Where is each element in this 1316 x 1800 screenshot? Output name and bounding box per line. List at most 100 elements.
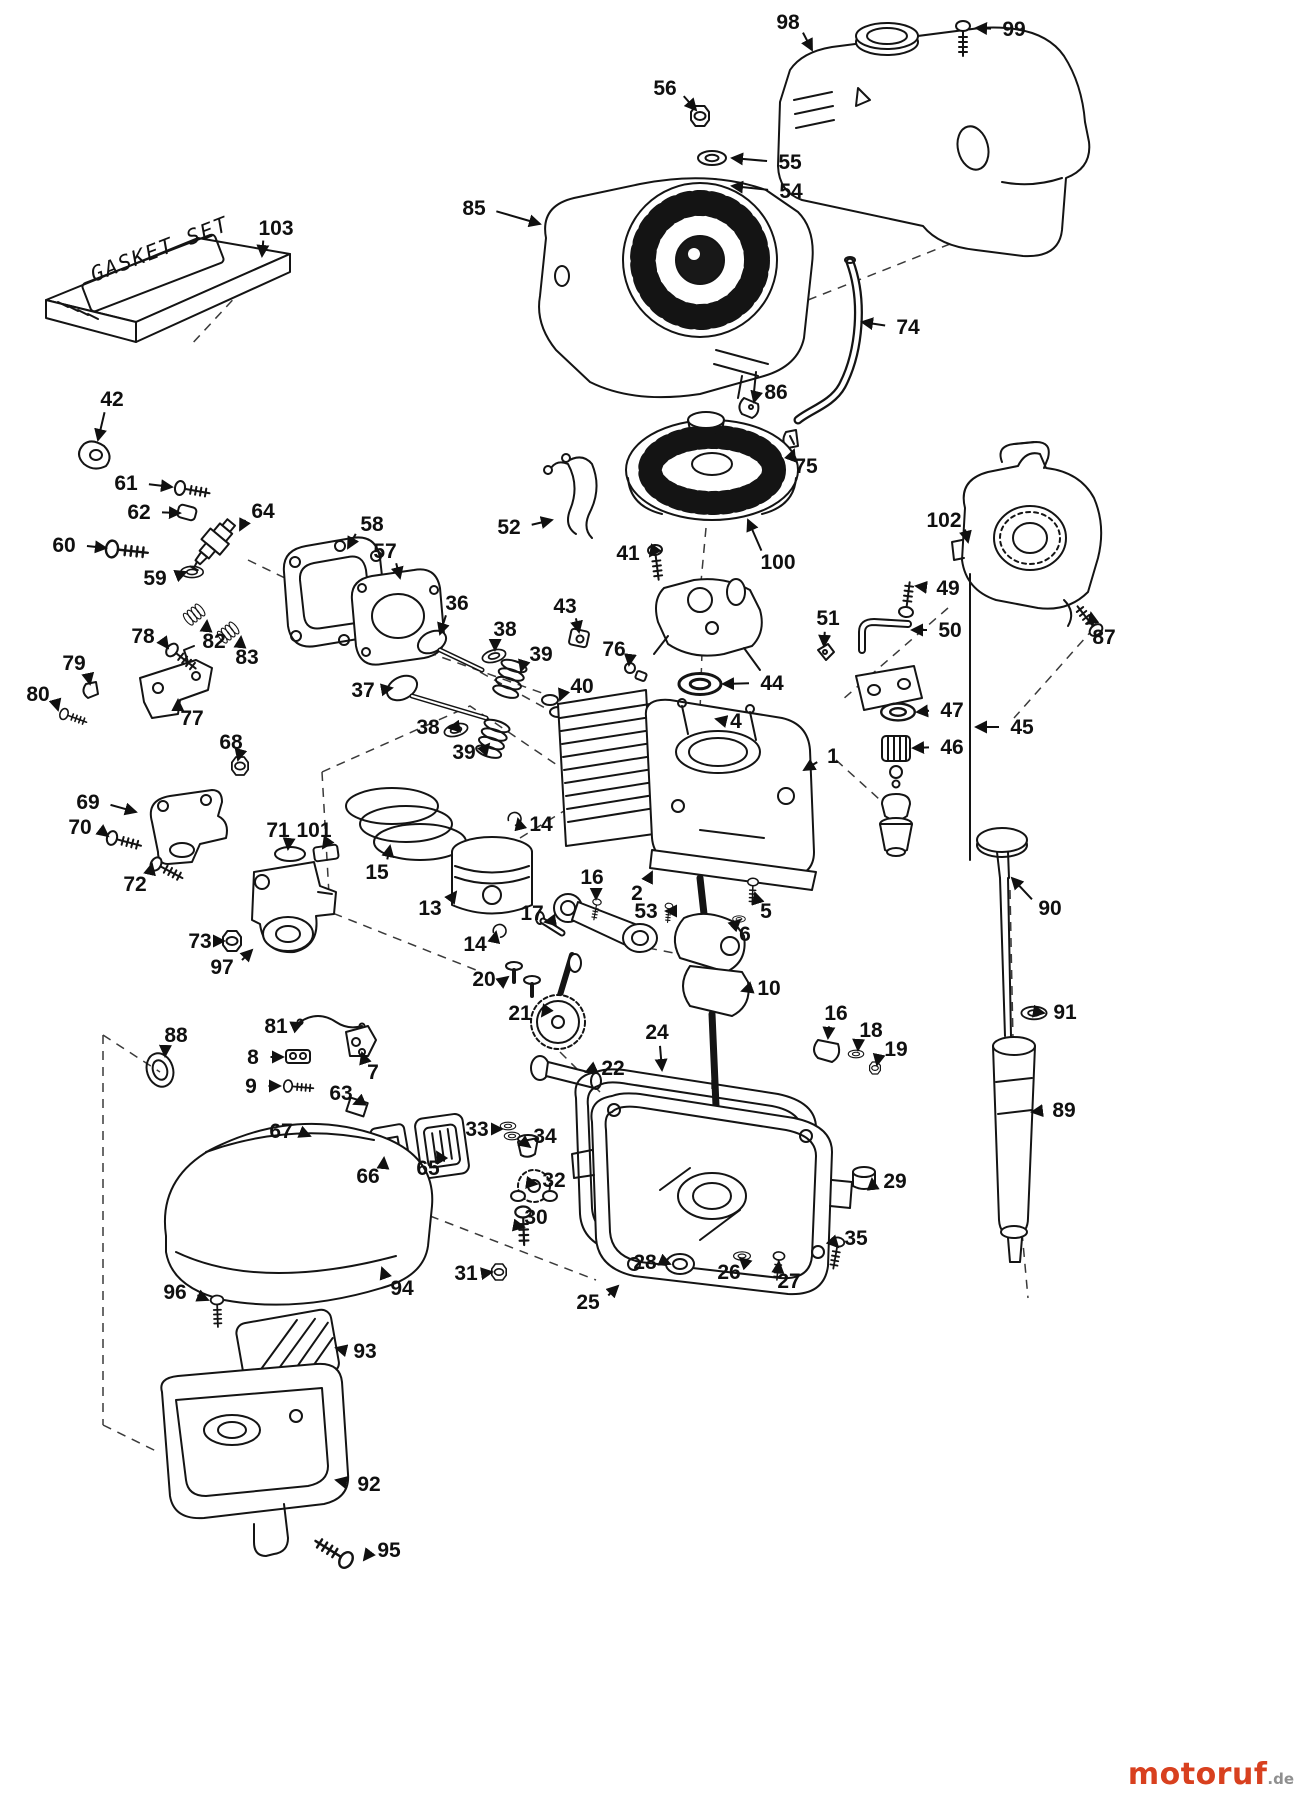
part-callout-7: 7: [367, 1061, 379, 1084]
cylinder-block: [557, 689, 817, 891]
part-callout-91: 91: [1053, 1001, 1077, 1024]
carburetor: [251, 861, 337, 954]
part-callout-34: 34: [533, 1125, 557, 1148]
leader-line-62: [161, 506, 182, 520]
leader-line-55: [730, 152, 768, 166]
part-callout-77: 77: [180, 707, 203, 730]
part-callout-39: 39: [452, 741, 475, 764]
leader-line-98: [801, 32, 813, 52]
primer-tube: [858, 618, 912, 654]
camshaft: [530, 952, 586, 1050]
oil-fill-parts: [879, 735, 913, 857]
leader-line-76: [623, 653, 637, 667]
part-callout-16: 16: [824, 1002, 847, 1025]
leader-line-61: [148, 479, 174, 493]
part-callout-6: 6: [739, 923, 751, 946]
leader-line-93: [334, 1344, 349, 1358]
part-callout-14: 14: [463, 933, 487, 956]
leader-line-14: [514, 817, 528, 832]
link-bracket: [345, 1025, 377, 1057]
part-callout-2: 2: [631, 882, 643, 905]
exhaust-valve: [385, 674, 489, 721]
governor-link: [296, 1015, 366, 1030]
part-callout-96: 96: [163, 1281, 186, 1304]
leader-line-52: [531, 516, 554, 529]
fuel-line: [793, 256, 863, 425]
part-callout-65: 65: [416, 1157, 440, 1180]
leader-line-22: [584, 1061, 599, 1074]
part-callout-40: 40: [570, 675, 593, 698]
gasket-set-book: GASKET SET: [45, 212, 291, 343]
part-callout-62: 62: [127, 501, 150, 524]
leader-line-75: [784, 448, 797, 463]
line-clamp: [738, 397, 760, 419]
leader-line-30: [511, 1218, 526, 1232]
part-callout-68: 68: [219, 731, 243, 754]
muffler: [414, 1112, 470, 1180]
leader-line-49: [914, 580, 928, 594]
part-callout-101: 101: [296, 819, 331, 842]
oil-pan: [571, 1092, 853, 1296]
flywheel: [625, 411, 799, 521]
part-callout-82: 82: [202, 630, 225, 653]
part-callout-69: 69: [76, 791, 99, 814]
leader-line-20: [495, 975, 510, 989]
leader-lines: [48, 21, 1100, 1562]
part-callout-70: 70: [68, 816, 91, 839]
leader-line-27: [771, 1260, 785, 1274]
intake-elbow: [149, 789, 228, 865]
leader-line-40: [558, 687, 571, 702]
leader-line-102: [959, 529, 972, 544]
part-callout-51: 51: [816, 607, 840, 630]
part-callout-21: 21: [508, 1002, 532, 1025]
leader-line-43: [570, 618, 583, 634]
part-callout-17: 17: [520, 902, 543, 925]
part-callout-32: 32: [542, 1169, 565, 1192]
part-callout-73: 73: [188, 930, 211, 953]
spacer-washers: [499, 1121, 521, 1141]
terminal-block: [285, 1049, 311, 1064]
engine-cover: [777, 22, 1091, 258]
leader-line-46: [911, 741, 930, 755]
intake-gasket: [145, 1052, 175, 1088]
part-callout-55: 55: [778, 151, 802, 174]
motoruf-watermark[interactable]: motoruf.de: [1128, 1757, 1294, 1792]
flywheel-bolt: [646, 543, 667, 582]
motoruf-brand-text: motoruf: [1127, 1757, 1268, 1792]
flange-nut: [690, 105, 710, 127]
magneto-stator: [653, 578, 763, 671]
leader-line-101: [321, 835, 335, 850]
leader-line-16: [822, 1026, 836, 1040]
carb-gaskets: [274, 843, 340, 863]
bracket-screw-2: [57, 706, 90, 729]
leader-line-82: [199, 619, 213, 633]
part-callout-26: 26: [717, 1261, 740, 1284]
piston-rings: [345, 787, 467, 861]
part-callout-44: 44: [760, 672, 784, 695]
leader-line-81: [289, 1021, 304, 1034]
part-callout-41: 41: [616, 542, 640, 565]
part-callout-83: 83: [235, 646, 258, 669]
part-callout-54: 54: [779, 180, 803, 203]
leader-line-15: [381, 844, 395, 860]
part-callout-100: 100: [760, 551, 795, 574]
leader-line-79: [81, 671, 95, 686]
part-callout-42: 42: [100, 388, 123, 411]
oil-seal: [665, 1253, 695, 1275]
part-callout-27: 27: [777, 1270, 800, 1293]
crank-clamp-parts: [813, 1039, 882, 1075]
part-callout-90: 90: [1038, 897, 1061, 920]
part-callout-43: 43: [553, 595, 576, 618]
spark-plug: [189, 518, 237, 572]
part-callout-22: 22: [601, 1057, 624, 1080]
part-callout-28: 28: [633, 1251, 657, 1274]
part-callout-33: 33: [465, 1118, 488, 1141]
leader-line-19: [872, 1052, 886, 1067]
leader-line-71: [282, 837, 296, 851]
part-callout-37: 37: [351, 679, 374, 702]
part-callout-13: 13: [418, 897, 441, 920]
part-callout-64: 64: [251, 500, 275, 523]
leader-line-4: [714, 715, 729, 728]
